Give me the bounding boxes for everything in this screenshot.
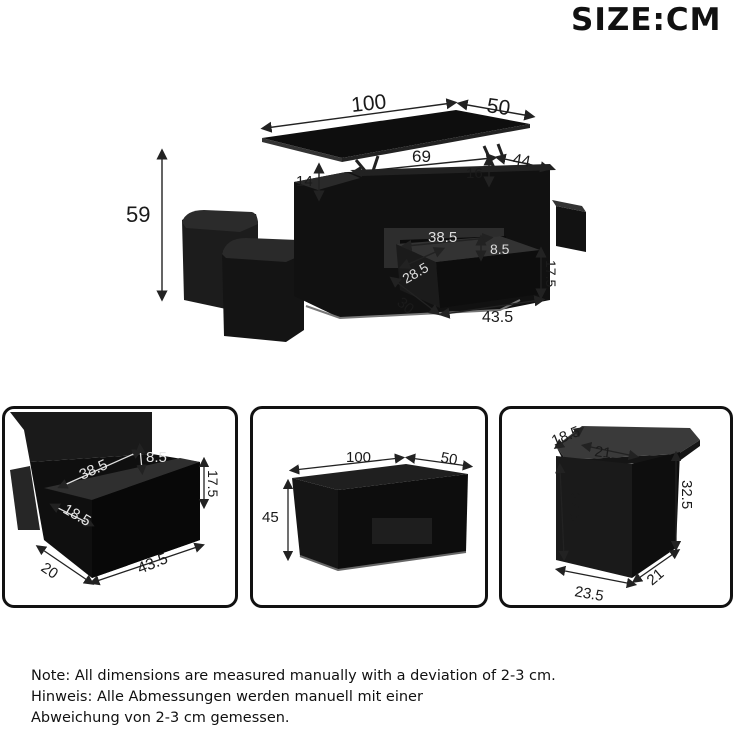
ottoman-front [222,238,304,342]
dim-lift-height: 14 [296,173,313,190]
dim-width: 100 [350,90,387,117]
dim-drawer-width: 43.5 [482,309,513,326]
measurement-note: Note: All dimensions are measured manual… [31,666,556,729]
dim-drawer-inner-width: 38.5 [428,229,457,246]
dim-drawer-inner-height: 8.5 [490,241,510,257]
dim-depth: 50 [485,94,511,120]
dim-storage-depth: 44 [511,151,532,171]
note-english: Note: All dimensions are measured manual… [31,668,556,684]
size-unit-title: SIZE:CM [571,2,722,38]
drawer-detail-panel [2,406,238,608]
dim-storage-width: 69 [412,147,431,166]
ottoman-panel [499,406,733,608]
dim-height: 59 [126,202,150,227]
closed-table-panel [250,406,488,608]
dimension-lines [156,98,552,319]
dim-drawer-height: 17.5 [543,260,559,287]
note-german-line-2: Abweichung von 2-3 cm gemessen. [31,710,290,726]
side-drawer [552,200,586,252]
lifted-table-top [262,110,530,175]
main-furniture-diagram: 100 50 59 14 69 44 16 38.5 8.5 28.5 30 4… [126,90,586,342]
dim-inner-height: 16 [466,165,483,182]
note-german-line-1: Hinweis: Alle Abmessungen werden manuell… [31,689,423,705]
